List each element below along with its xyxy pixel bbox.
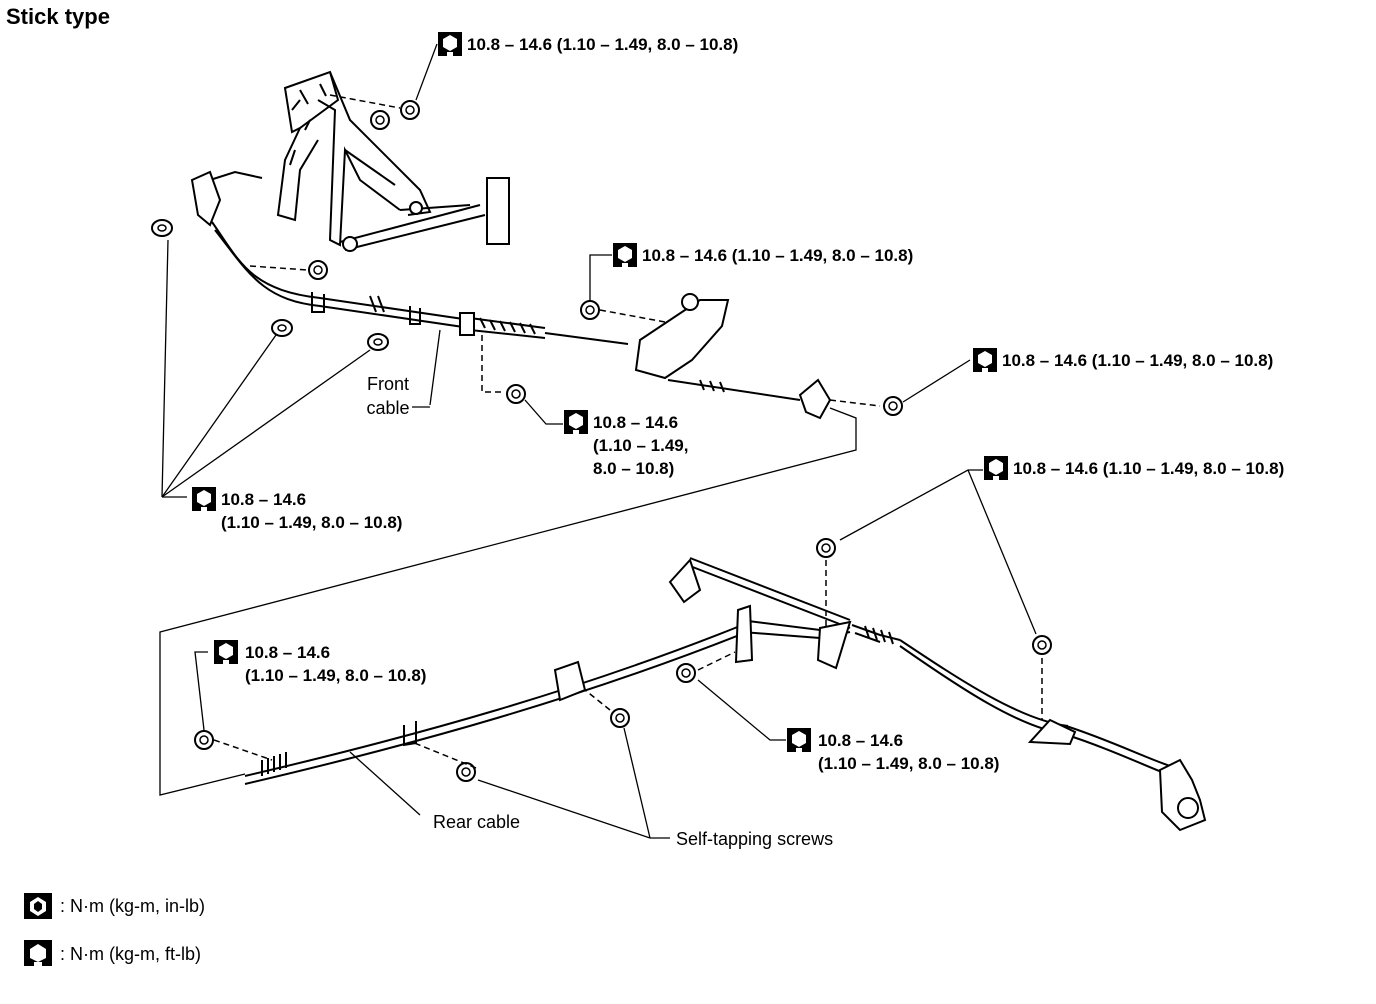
front-cable-label: Front cable [360,372,416,420]
self-tapping-screws-label: Self-tapping screws [676,829,834,849]
torque-value: 10.8 – 14.6 [221,490,307,509]
front-cable-label-line1: Front [366,374,409,394]
torque-label-4: 10.8 – 14.6 (1.10 – 1.49, 8.0 – 10.8) [593,411,688,480]
legend-text-ft-lb: : N·m (kg-m, ft-lb) [60,944,201,964]
torque-value: 10.8 – 14.6 [593,413,679,432]
torque-icon [438,32,462,56]
torque-range-kgm: (1.10 – 1.49, [593,436,689,455]
torque-value: 10.8 – 14.6 [818,731,904,750]
torque-label-8: 10.8 – 14.6 (1.10 – 1.49, 8.0 – 10.8) [818,729,999,775]
torque-label-1: 10.8 – 14.6 (1.10 – 1.49, 8.0 – 10.8) [467,35,739,54]
torque-label-5: 10.8 – 14.6 (1.10 – 1.49, 8.0 – 10.8) [221,488,402,534]
front-cable [190,170,629,345]
legend-icon-in-lb [24,893,52,919]
pedal-assembly [276,70,510,252]
diagram-title: Stick type [6,4,110,29]
torque-label-7: 10.8 – 14.6 (1.10 – 1.49, 8.0 – 10.8) [245,641,426,687]
torque-icon [214,640,238,664]
rear-cable-label: Rear cable [433,812,521,832]
torque-icon [192,487,216,511]
legend-icon-ft-lb [24,940,52,966]
torque-icon [564,410,588,434]
rear-cable [244,557,1207,832]
torque-icon [984,456,1008,480]
torque-range-ftlb: 8.0 – 10.8) [593,459,675,478]
legend-text-in-lb: : N·m (kg-m, in-lb) [60,896,205,916]
torque-icon [787,728,811,752]
torque-label-6: 10.8 – 14.6 (1.10 – 1.49, 8.0 – 10.8) [1013,459,1285,478]
front-cable-label-line2: cable [366,398,410,418]
torque-range: (1.10 – 1.49, 8.0 – 10.8) [818,754,1000,773]
torque-icon [973,348,997,372]
torque-label-3: 10.8 – 14.6 (1.10 – 1.49, 8.0 – 10.8) [1002,351,1274,370]
torque-icon [613,243,637,267]
torque-value: 10.8 – 14.6 [245,643,331,662]
torque-range: (1.10 – 1.49, 8.0 – 10.8) [221,513,403,532]
torque-range: (1.10 – 1.49, 8.0 – 10.8) [245,666,427,685]
equalizer-bracket [634,293,832,420]
torque-label-2: 10.8 – 14.6 (1.10 – 1.49, 8.0 – 10.8) [642,246,914,265]
